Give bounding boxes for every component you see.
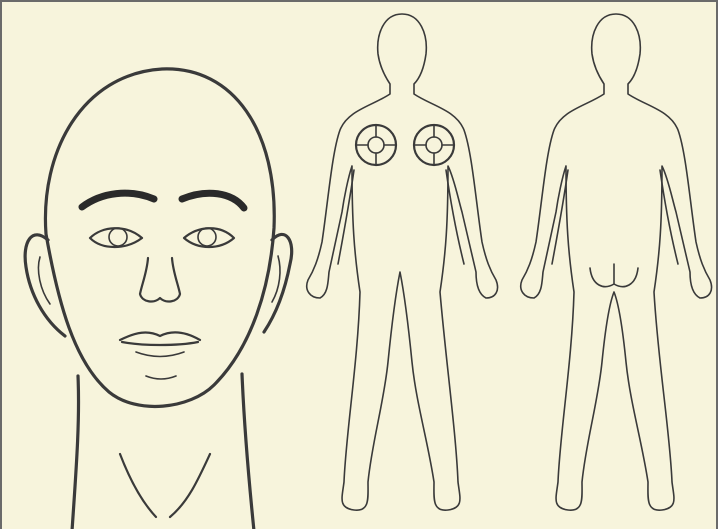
right-ear bbox=[264, 234, 292, 332]
right-eyebrow bbox=[182, 193, 244, 208]
right-breast-marker bbox=[414, 125, 454, 165]
body-front-outline bbox=[307, 14, 498, 510]
body-front-view bbox=[307, 14, 498, 510]
chin-crease bbox=[146, 376, 176, 379]
left-ear-inner bbox=[38, 257, 50, 304]
mouth-line bbox=[122, 342, 198, 345]
left-ear bbox=[25, 235, 65, 336]
left-breast-marker bbox=[356, 125, 396, 165]
body-back-outline bbox=[521, 14, 712, 510]
right-iris bbox=[198, 228, 216, 246]
nose bbox=[140, 258, 180, 301]
upper-lip bbox=[120, 333, 200, 340]
left-eyebrow bbox=[82, 193, 154, 207]
neck-left bbox=[72, 376, 79, 529]
right-eye bbox=[184, 228, 234, 247]
neck-left-muscle bbox=[120, 454, 156, 517]
body-back-view bbox=[521, 14, 712, 510]
head-front-view bbox=[25, 69, 292, 529]
left-eye bbox=[90, 228, 142, 247]
left-iris bbox=[109, 228, 127, 246]
right-ear-inner bbox=[272, 256, 280, 302]
neck-right-muscle bbox=[170, 454, 210, 517]
lower-lip bbox=[136, 352, 184, 357]
neck-right bbox=[242, 374, 254, 529]
